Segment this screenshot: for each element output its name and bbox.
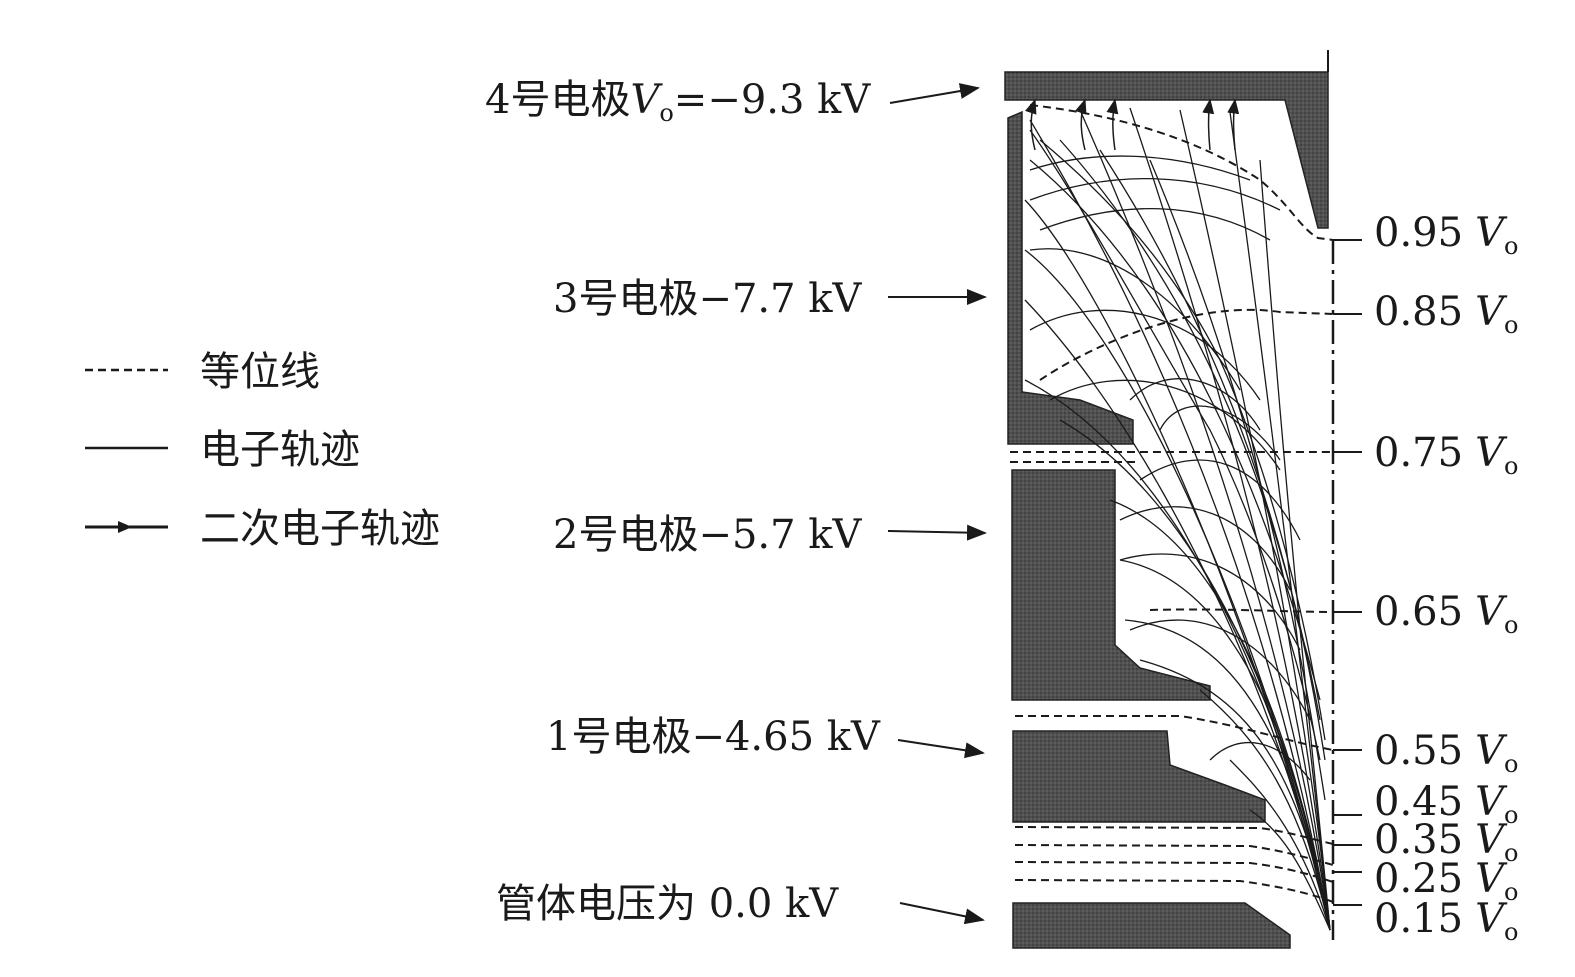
equipotential-lines	[1010, 104, 1334, 903]
legend-arrow-icon	[118, 521, 132, 533]
electrode-3-label: 3号电极−7.7 kV	[553, 276, 863, 322]
electron-trajectories	[1024, 107, 1331, 931]
electrodes	[1004, 50, 1329, 949]
equipotential-ticks	[1333, 239, 1362, 906]
electrode-1-label: 1号电极−4.65 kV	[546, 714, 881, 760]
label-pointers	[887, 83, 987, 925]
legend: 等位线 电子轨迹 二次电子轨迹	[85, 349, 440, 552]
electrode-3	[1007, 110, 1134, 445]
electrode-2-label: 2号电极−5.7 kV	[553, 512, 863, 558]
tube-body	[1012, 902, 1291, 949]
electrode-2	[1011, 469, 1211, 701]
legend-label-secondary-trajectory: 二次电子轨迹	[200, 506, 440, 552]
legend-label-electron-trajectory: 电子轨迹	[200, 427, 360, 473]
electrode-1	[1012, 730, 1266, 823]
tube-body-label: 管体电压为 0.0 kV	[496, 881, 839, 927]
secondary-trajectories	[1025, 98, 1240, 151]
legend-label-equipotential: 等位线	[200, 349, 320, 395]
electrode-4	[1004, 71, 1329, 229]
electrode-4-label: 4号电极Vo=−9.3 kV	[485, 77, 871, 127]
electrode-labels: 4号电极Vo=−9.3 kV 3号电极−7.7 kV 2号电极−5.7 kV 1…	[485, 77, 881, 927]
